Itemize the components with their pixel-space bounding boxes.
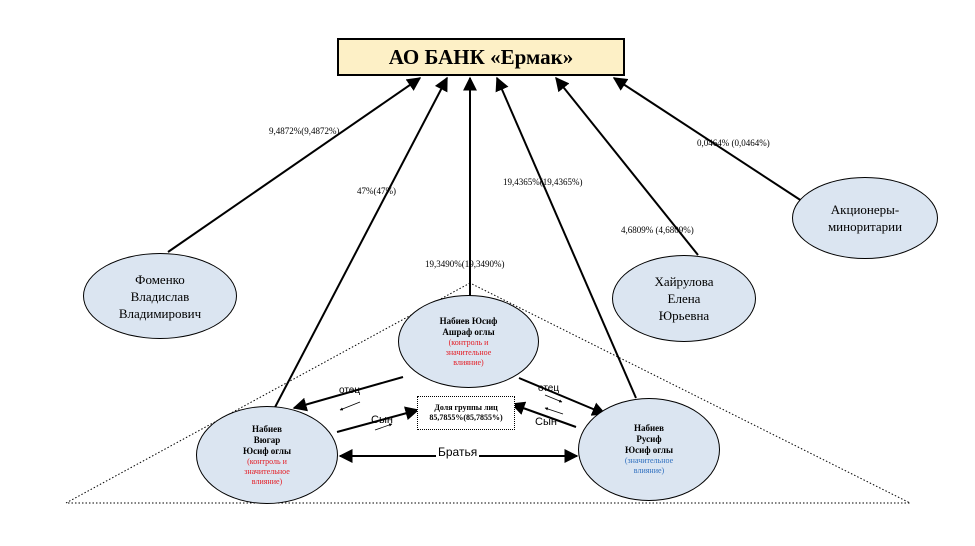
node-vugar-note3: влияние) [251, 476, 283, 486]
tick-arrow-3 [544, 394, 563, 403]
relation-label-father-right: отец [538, 383, 560, 394]
arrow-rusif-to-ashraf [510, 401, 577, 428]
tick-arrow-1 [339, 401, 361, 411]
node-fomenko-line1: Фоменко [135, 271, 185, 287]
group-share-title: Доля группы лиц [434, 403, 498, 412]
share-label-vugar: 47%(47%) [357, 186, 396, 196]
node-vugar-name3: Юсиф оглы [243, 445, 291, 456]
node-rusif-name2: Русиф [636, 434, 662, 444]
node-rusif-note1: (значительное [624, 456, 674, 465]
arrow-fomenko-to-bank [167, 77, 422, 253]
node-rusif-name1: Набиев [633, 423, 665, 433]
group-of-persons-triangle [65, 282, 911, 504]
arrow-khairulova-to-bank [555, 76, 699, 256]
node-vugar: Набиев Вюгар Юсиф оглы (контроль и значи… [196, 406, 338, 504]
node-minority-line1: Акционеры- [830, 202, 900, 217]
arrow-rusif-to-bank [495, 76, 637, 399]
group-share-box: Доля группы лиц 85,7855%(85,7855%) [417, 396, 515, 430]
node-rusif-note2: влияние) [633, 466, 665, 475]
node-vugar-name1: Набиев [251, 423, 283, 434]
share-label-fomenko: 9,4872%(9,4872%) [269, 126, 340, 136]
node-khairulova-line2: Елена [667, 291, 701, 306]
node-fomenko: Фоменко Владислав Владимирович [83, 253, 237, 339]
node-minority-line2: миноритарии [827, 219, 903, 234]
node-vugar-name2: Вюгар [253, 434, 281, 445]
arrow-minority-to-bank [612, 77, 809, 206]
share-label-rusif: 19,4365%(19,4365%) [503, 177, 583, 187]
arrow-vugar-to-bank [271, 76, 448, 414]
arrow-ashraf-to-rusif [518, 377, 607, 416]
node-vugar-note1: (контроль и [247, 456, 287, 466]
arrow-vugar-to-ashraf [336, 406, 420, 433]
node-rusif: Набиев Русиф Юсиф оглы (значительное вли… [578, 398, 720, 501]
share-label-khairulova: 4,6809% (4,6809%) [621, 225, 694, 235]
node-ashraf: Набиев Юсиф Ашраф оглы (контроль и значи… [398, 295, 539, 388]
group-share-value: 85,7855%(85,7855%) [429, 413, 503, 422]
node-fomenko-line3: Владимирович [118, 305, 202, 321]
arrow-ashraf-to-vugar [292, 376, 404, 412]
relation-label-father-left: отец [339, 385, 361, 396]
node-ashraf-note3: влияние) [453, 357, 484, 367]
node-rusif-name3: Юсиф оглы [625, 445, 673, 455]
tick-arrow-2 [374, 423, 393, 431]
share-label-minority: 0,0464% (0,0464%) [697, 138, 770, 148]
tick-arrow-4 [544, 407, 564, 415]
relation-label-brothers: Братья [436, 445, 480, 459]
bank-box: АО БАНК «Ермак» [337, 38, 625, 76]
node-ashraf-note2: значительное [445, 347, 492, 357]
node-ashraf-note1: (контроль и [448, 337, 489, 347]
share-label-ashraf: 19,3490%(19,3490%) [425, 259, 505, 269]
node-khairulova: Хайрулова Елена Юрьевна [612, 255, 756, 342]
node-fomenko-line2: Владислав [130, 288, 190, 304]
node-khairulova-line1: Хайрулова [654, 274, 714, 289]
relation-label-son-right: Сын [535, 416, 557, 428]
node-khairulova-line3: Юрьевна [658, 308, 710, 323]
node-minority: Акционеры- миноритарии [792, 177, 938, 259]
node-ashraf-name1: Набиев Юсиф [439, 315, 498, 326]
node-vugar-note2: значительное [244, 466, 290, 476]
node-ashraf-name2: Ашраф оглы [442, 326, 495, 337]
relation-label-son-left: Сын [371, 414, 393, 426]
